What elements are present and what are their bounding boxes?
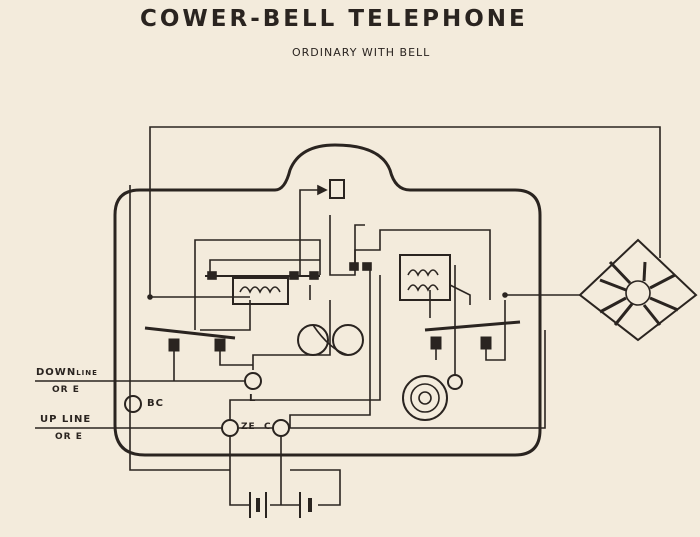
induction-coil-left	[205, 271, 320, 305]
receiver-coils	[297, 324, 364, 356]
hook-switch-left	[144, 326, 236, 352]
terminal-l	[244, 372, 262, 390]
bell-terminal	[447, 374, 463, 390]
up-or-e-label: OR E	[55, 432, 83, 442]
diagram-subtitle: ORDINARY WITH BELL	[292, 46, 431, 59]
outer-wire	[149, 126, 661, 297]
l-label: L	[249, 393, 257, 404]
terminal-c	[272, 419, 290, 437]
terminal-bc	[124, 395, 142, 413]
battery	[229, 436, 341, 518]
down-line-label: DOWNLINE	[36, 367, 98, 378]
bell-connector	[578, 238, 698, 342]
transmitter	[317, 179, 345, 199]
c-label: C	[264, 422, 272, 432]
diagram-title: COWER-BELL TELEPHONE	[140, 6, 528, 32]
bell-gong	[402, 375, 448, 421]
ze-label: ZE	[241, 422, 256, 432]
relay-right	[349, 254, 471, 305]
up-line-label: UP LINE	[40, 414, 92, 425]
terminal-ze	[221, 419, 239, 437]
instrument-case	[113, 143, 542, 457]
bc-label: BC	[147, 398, 164, 409]
down-or-e-label: OR E	[52, 385, 80, 395]
